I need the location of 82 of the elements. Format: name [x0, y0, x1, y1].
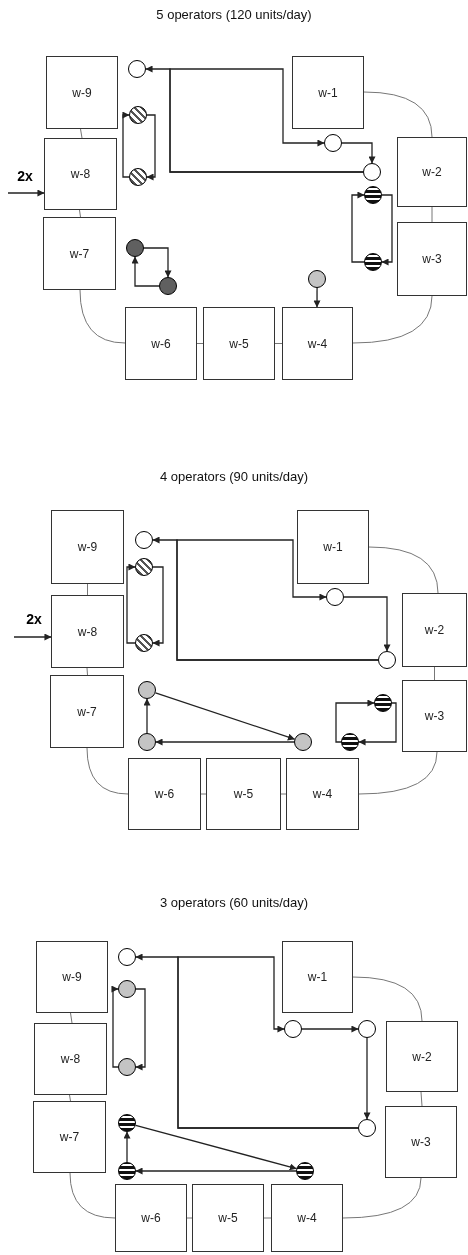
arrow	[143, 698, 151, 734]
connector-line	[70, 1012, 73, 1024]
connector-line	[79, 209, 81, 218]
arrow	[126, 563, 136, 644]
station-box: w-5	[203, 307, 275, 380]
connector-line	[363, 91, 433, 138]
connector-line	[79, 289, 126, 344]
arrow	[135, 988, 146, 1071]
arrow	[335, 699, 375, 743]
arrow	[358, 702, 397, 746]
station-box: w-2	[397, 137, 467, 207]
arrow	[301, 1025, 359, 1033]
arrow	[111, 985, 119, 1068]
station-box: w-4	[271, 1184, 343, 1252]
connector-line	[186, 1217, 193, 1219]
panel-title: 4 operators (90 units/day)	[159, 468, 309, 486]
connector-line	[69, 1172, 116, 1219]
station-box: w-3	[397, 222, 467, 296]
arrow	[122, 111, 130, 178]
station-box: w-1	[292, 56, 364, 129]
arrow	[13, 633, 52, 641]
connector-line	[431, 206, 433, 223]
arrow	[177, 956, 359, 1129]
arrow	[313, 287, 321, 308]
station-box: w-9	[51, 510, 124, 584]
station-box: w-3	[385, 1106, 457, 1178]
station-box: w-5	[206, 758, 281, 830]
connector-line	[434, 666, 435, 681]
arrow	[143, 247, 172, 278]
station-box: w-6	[115, 1184, 187, 1252]
station-box: w-9	[46, 56, 118, 129]
arrow	[363, 1037, 371, 1120]
arrow	[123, 1131, 131, 1163]
connector-line	[87, 583, 88, 596]
connector-line	[86, 667, 88, 676]
station-box: w-2	[386, 1021, 458, 1092]
connector-line	[86, 747, 129, 795]
connector-line	[368, 546, 439, 594]
station-box: w-6	[128, 758, 201, 830]
connector-line	[358, 751, 438, 795]
panel-title: 3 operators (60 units/day)	[159, 894, 309, 912]
arrow	[341, 142, 376, 164]
station-box: w-7	[33, 1101, 106, 1173]
station-box: w-7	[50, 675, 124, 748]
station-box: w-7	[43, 217, 116, 290]
station-box: w-2	[402, 593, 467, 667]
connector-line	[352, 976, 423, 1022]
station-box: w-9	[36, 941, 108, 1013]
connector-line	[352, 295, 433, 344]
arrow	[7, 189, 45, 197]
edge-label: 2x	[17, 168, 33, 184]
arrow	[155, 738, 295, 746]
arrow	[154, 692, 296, 741]
station-box: w-6	[125, 307, 197, 380]
connector-line	[342, 1177, 422, 1219]
arrow	[152, 566, 164, 647]
arrow	[131, 256, 160, 287]
panel-title: 5 operators (120 units/day)	[156, 6, 312, 24]
station-box: w-8	[34, 1023, 107, 1095]
station-box: w-1	[297, 510, 369, 584]
station-box: w-4	[282, 307, 353, 380]
connector-line	[280, 793, 287, 795]
connector-line	[69, 1094, 71, 1102]
arrow	[135, 1167, 297, 1175]
arrow	[381, 194, 393, 266]
connector-line	[263, 1217, 272, 1219]
connector-line	[274, 343, 283, 344]
connector-line	[80, 128, 83, 139]
station-box: w-1	[282, 941, 353, 1013]
station-box: w-5	[192, 1184, 264, 1252]
arrow	[135, 1124, 297, 1171]
station-box: w-4	[286, 758, 359, 830]
station-box: w-8	[51, 595, 124, 668]
connector-line	[196, 343, 204, 344]
arrow	[343, 596, 391, 652]
connector-line	[420, 1091, 423, 1107]
connector-line	[200, 793, 207, 795]
arrow	[146, 114, 156, 181]
edge-label: 2x	[26, 611, 42, 627]
arrow	[351, 191, 365, 263]
station-box: w-8	[44, 138, 117, 210]
station-box: w-3	[402, 680, 467, 752]
